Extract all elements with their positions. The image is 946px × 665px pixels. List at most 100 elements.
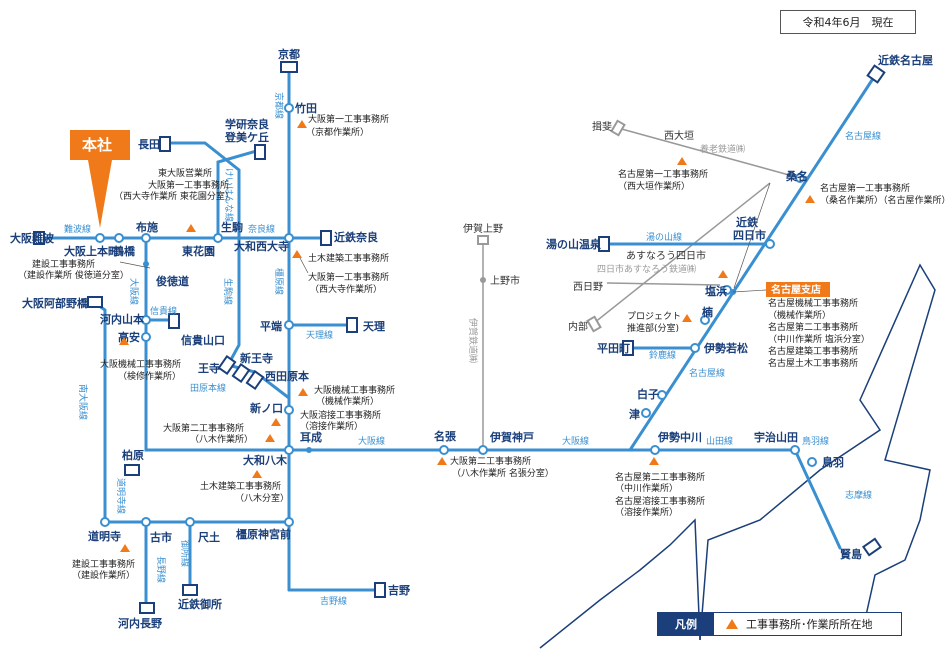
nagoya-branch-label: 名古屋支店 <box>771 283 821 296</box>
office-ho-1: 東大阪営業所 <box>158 167 212 179</box>
office-ho-3: （西大寺作業所 東花園分室） <box>114 190 234 202</box>
tawaramoto-label: 田原本線 <box>190 382 226 394</box>
office-ogaki-1: 名古屋第一工事事務所 <box>618 168 708 180</box>
station-uenoshi: 上野市 <box>490 274 520 287</box>
station-kintetsu-gose: 近鉄御所 <box>178 597 222 611</box>
iga-railway-label: 伊賀鉄道㈱ <box>467 318 479 363</box>
office-in-1: 名古屋第二工事事務所 <box>615 471 705 483</box>
station-utsube: 内部 <box>568 320 588 333</box>
shima-line-label: 志摩線 <box>845 489 872 501</box>
headquarters-callout: 本社 <box>70 130 130 228</box>
office-kuwana-1: 名古屋第一工事事務所 <box>820 182 910 194</box>
legend-label: 工事事務所･作業所所在地 <box>746 618 873 631</box>
station-yamato-saidaiji: 大和西大寺 <box>234 239 289 253</box>
suzuka-line-label: 鈴鹿線 <box>649 349 676 361</box>
station-ogaki: 西大垣 <box>664 129 694 142</box>
osaka-line-east-label: 大阪線 <box>562 435 589 447</box>
nagoya-line-n-label: 名古屋線 <box>845 130 881 142</box>
namba-line-label: 難波線 <box>64 223 91 235</box>
station-shin-noguchi: 新ノ口 <box>250 401 283 415</box>
office-sd-doboku: 土木建築工事事務所 <box>308 252 389 264</box>
station-kyoto: 京都 <box>278 47 300 61</box>
office-project-2: 推進部(分室) <box>627 322 679 334</box>
office-domyoji-1: 建設工事事務所 <box>72 558 135 570</box>
office-tsuruhashi-2: （建設作業所 俊徳道分室） <box>18 269 129 281</box>
office-sn-kikai-2: （機械作業所） <box>316 395 379 407</box>
office-ogaki-2: （西大垣作業所） <box>618 180 690 192</box>
station-kintetsu-yokkaichi: 近鉄 <box>736 215 759 229</box>
yunoyama-line-label: 湯の山線 <box>646 231 682 243</box>
office-takayasu-1: 大阪機械工事事務所 <box>100 358 181 370</box>
station-nagata: 長田 <box>138 138 160 151</box>
station-shiohama: 塩浜 <box>705 284 727 298</box>
headquarters-label: 本社 <box>82 136 112 154</box>
office-tsuruhashi-1: 建設工事事務所 <box>32 258 95 270</box>
nagoya-branch-callout: 名古屋支店 <box>766 282 830 297</box>
station-iga-ueno: 伊賀上野 <box>463 223 503 235</box>
station-kashiwara: 柏原 <box>122 448 144 462</box>
coastline <box>539 518 701 649</box>
office-yagi2-1: 大阪第二工事事務所 <box>163 422 244 434</box>
shigi-line-label: 信貴線 <box>150 305 177 317</box>
office-nb-1: 名古屋機械工事事務所 <box>768 297 858 309</box>
office-kyoto-2: （京都作業所） <box>306 126 369 138</box>
station-nishitawaramoto: 西田原本 <box>265 369 309 383</box>
station-kintetsu-yokkaichi-2: 四日市 <box>733 228 766 242</box>
station-nabari: 名張 <box>434 429 457 443</box>
office-nb-2: （機械作業所） <box>768 309 831 321</box>
office-ho-2: 大阪第一工事事務所 <box>148 179 229 191</box>
office-kuwana-2: （桑名作業所）（名古屋作業所） <box>820 194 946 206</box>
nara-line-label: 奈良線 <box>248 223 275 235</box>
office-in-2: （中川作業所） <box>615 482 678 494</box>
station-kusu: 楠 <box>702 305 713 319</box>
station-tomigaoka: 登美ケ丘 <box>224 130 269 144</box>
office-domyoji-2: （建設作業所） <box>72 569 135 581</box>
minami-osaka-label: 南大阪線 <box>77 384 89 420</box>
station-ise-wakamatsu: 伊勢若松 <box>703 341 748 355</box>
station-takeda: 竹田 <box>294 101 317 115</box>
station-fuse: 布施 <box>136 220 158 234</box>
keihanna-label: けいはんな線 <box>223 168 235 222</box>
station-osaka-namba: 大阪難波 <box>10 231 55 245</box>
office-nb-5: 名古屋建築工事事務所 <box>768 345 858 357</box>
gose-line-label: 御所線 <box>179 540 191 567</box>
station-yunoyama: 湯の山温泉 <box>546 237 602 251</box>
station-nishihino: 西日野 <box>573 281 603 293</box>
station-iga-kambe: 伊賀神戸 <box>489 430 534 444</box>
office-project-1: プロジェクト <box>627 311 681 322</box>
station-furuichi: 古市 <box>150 530 172 544</box>
office-takayasu-2: （検修作業所） <box>118 370 181 382</box>
station-toba: 鳥羽 <box>822 455 844 469</box>
station-hiratacho: 平田町 <box>597 342 630 355</box>
office-kyoto-1: 大阪第一工事事務所 <box>308 113 389 125</box>
office-sn-yosetsu-1: 大阪溶接工事事務所 <box>300 409 381 421</box>
station-kintetsu-nagoya: 近鉄名古屋 <box>878 53 933 67</box>
station-ujiyamada: 宇治山田 <box>754 430 798 444</box>
office-nb-6: 名古屋土木工事事務所 <box>768 357 858 369</box>
station-osaka-uehommachi: 大阪上本町 <box>64 244 119 258</box>
office-yagi-doboku-2: （八木分室） <box>235 492 289 504</box>
station-ikoma: 生駒 <box>221 220 243 234</box>
station-yoshino: 吉野 <box>388 583 410 597</box>
station-shin-oji: 新王寺 <box>240 351 273 365</box>
station-abenobashi: 大阪阿部野橋 <box>22 296 89 310</box>
station-higashihanazono: 東花園 <box>182 244 215 258</box>
station-hirahata: 平端 <box>260 319 282 333</box>
osaka-line-west-label: 大阪線 <box>128 278 140 305</box>
kashihara-line-label: 橿原線 <box>273 268 285 295</box>
station-tsuruhashi: 鶴橋 <box>113 244 136 258</box>
station-domyoji: 道明寺 <box>88 529 121 543</box>
toba-line-label: 鳥羽線 <box>802 435 829 447</box>
station-kawachi-yamamoto: 河内山本 <box>100 312 144 326</box>
office-sn-yosetsu-2: （溶接作業所） <box>300 420 363 432</box>
station-shuntokumichi: 俊徳道 <box>156 274 189 288</box>
station-shiroko: 白子 <box>637 387 659 401</box>
kyoto-line-label: 京都線 <box>273 92 285 119</box>
station-kawachi-nagano: 河内長野 <box>118 616 162 630</box>
legend: 凡例 工事事務所･作業所所在地 <box>657 612 902 636</box>
date-label: 令和4年6月 現在 <box>780 10 916 34</box>
office-nb-4: （中川作業所 塩浜分室） <box>768 333 870 345</box>
yamada-line-label: 山田線 <box>706 435 733 447</box>
ikoma-line-label: 生駒線 <box>222 278 234 305</box>
office-nb-3: 名古屋第二工事事務所 <box>768 321 858 333</box>
